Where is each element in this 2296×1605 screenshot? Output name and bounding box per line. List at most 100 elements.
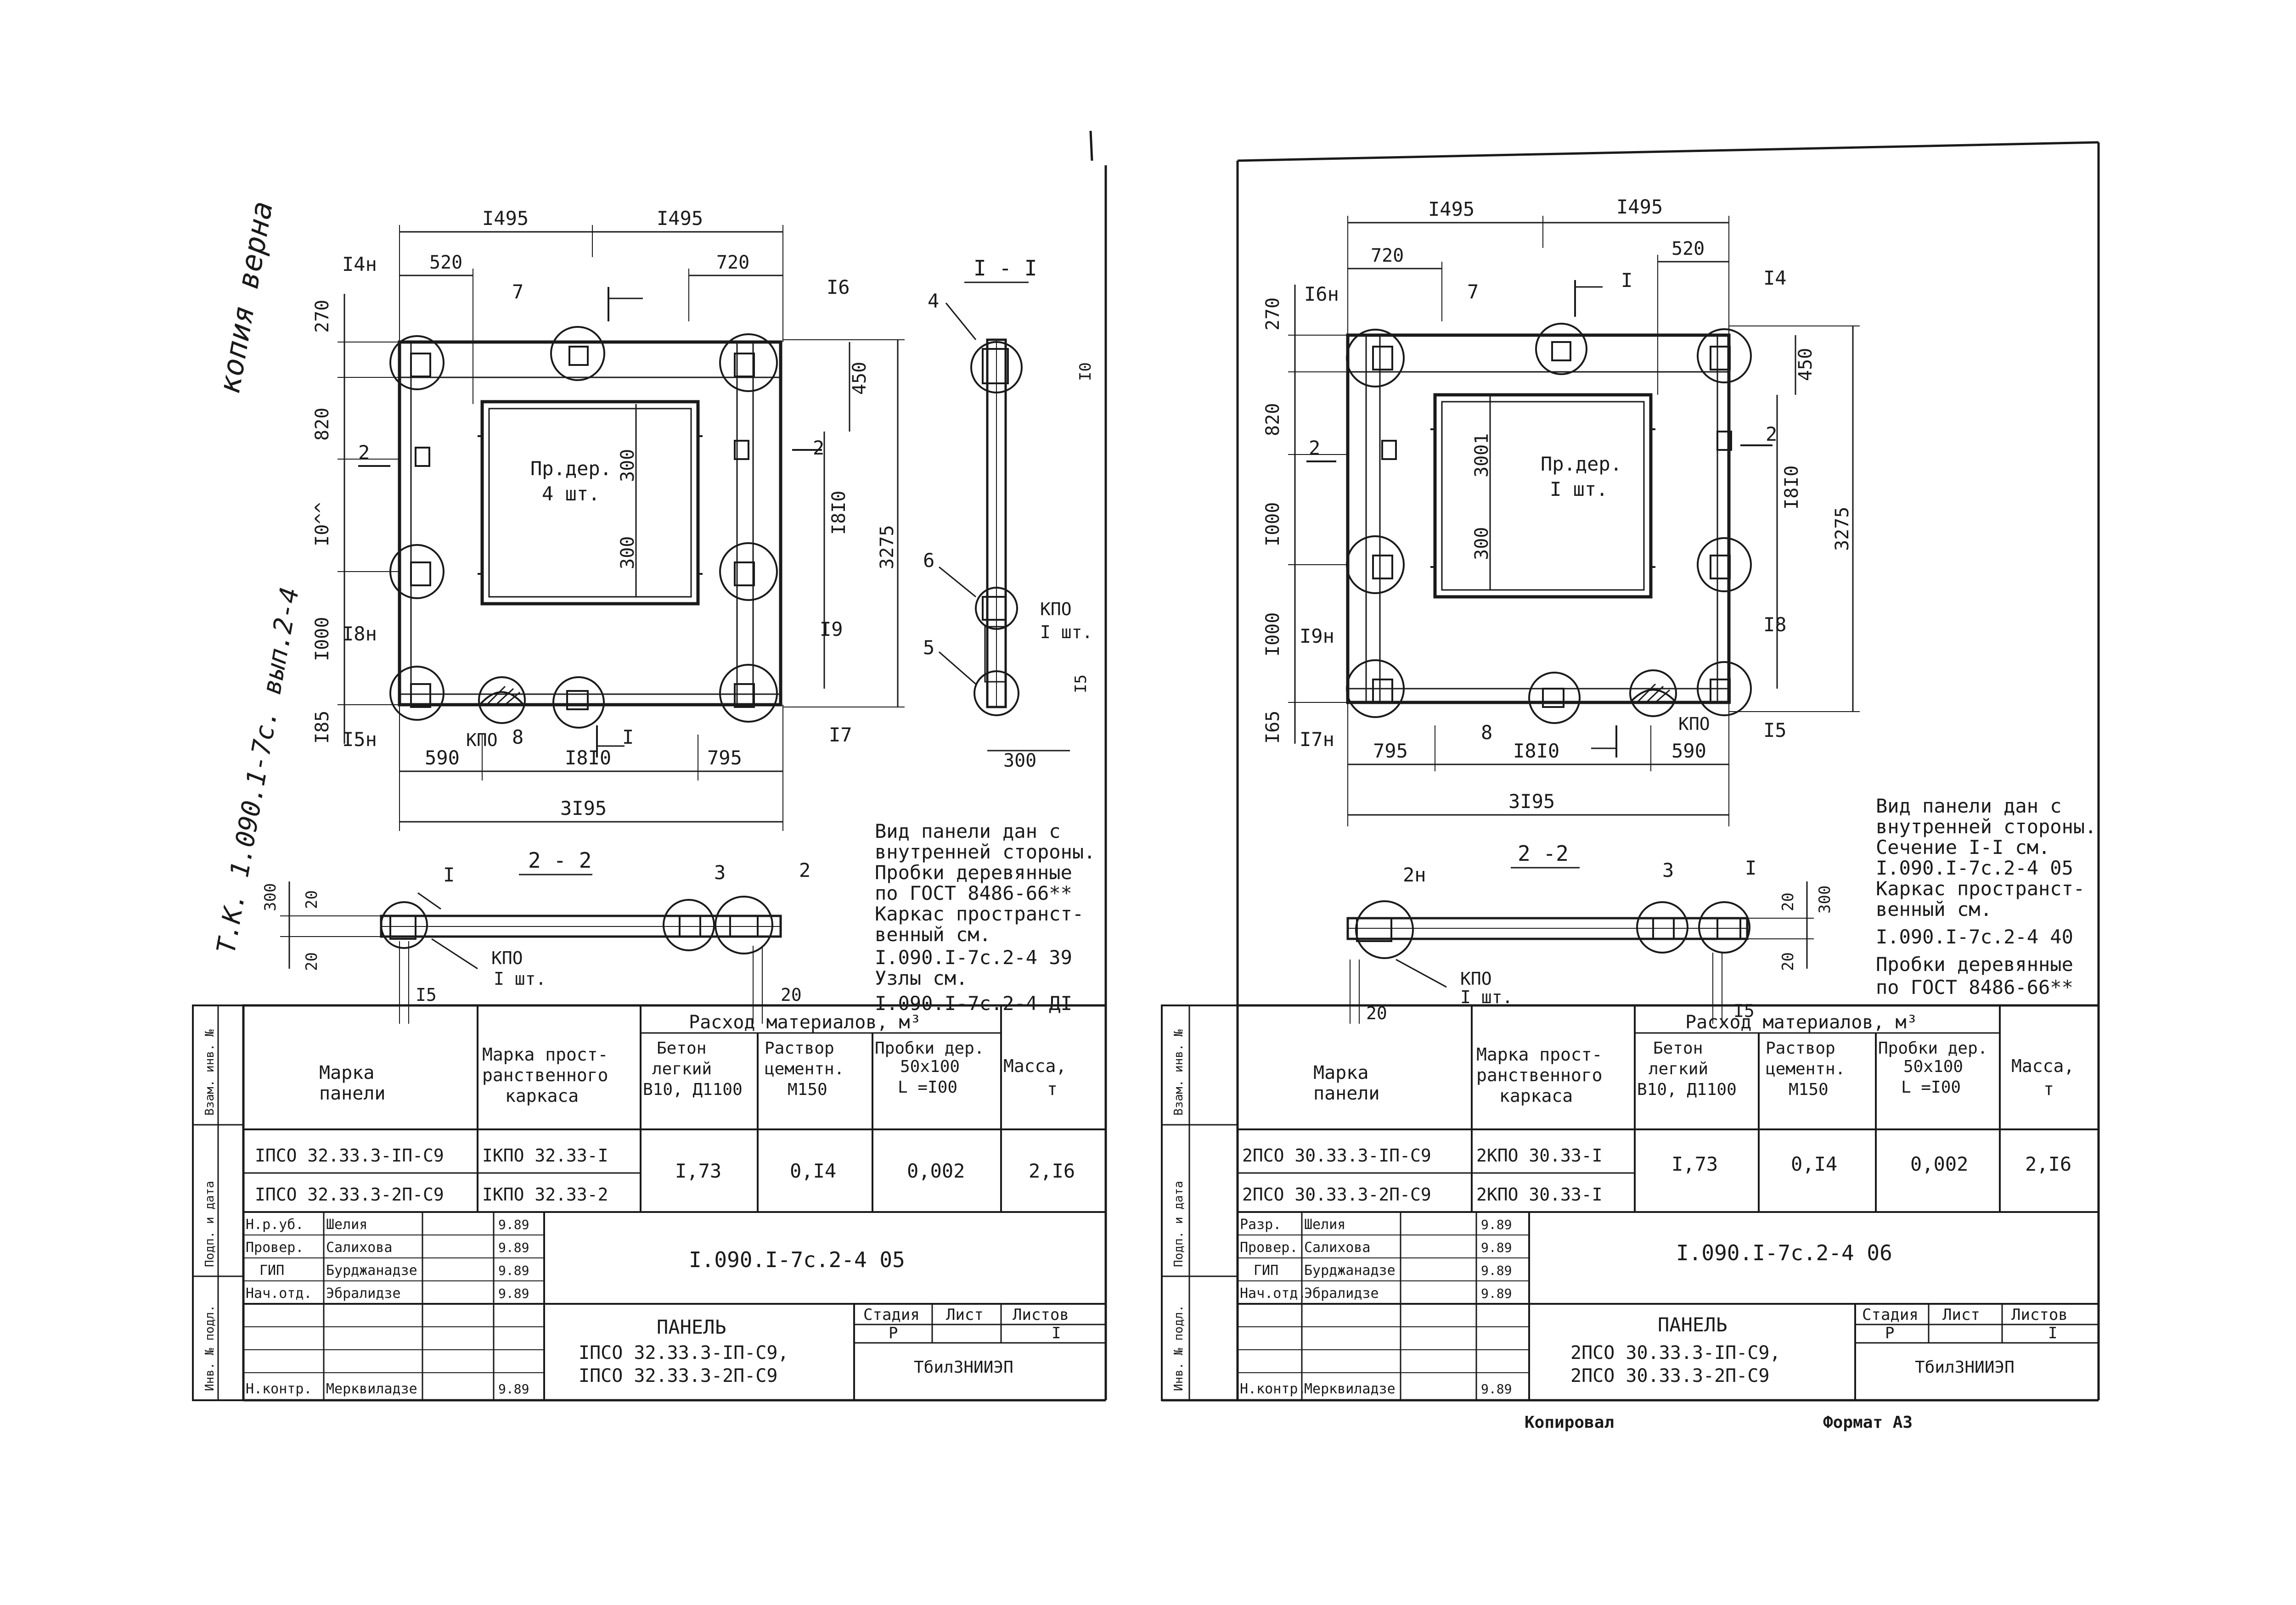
spec-h-plugs: Пробки дер. (1878, 1039, 1987, 1058)
sec22-dim-300: 300 (1816, 886, 1834, 914)
dim-185: I85 (312, 711, 333, 744)
name-line2: 2ПСО 30.33.3-2П-С9 (1570, 1365, 1769, 1386)
signer-name: Эбралидзе (326, 1285, 401, 1302)
sheets-header: Листов (2011, 1306, 2068, 1324)
note-line: внутренней стороны. (875, 841, 1095, 863)
label-14: I4 (1763, 267, 1787, 289)
label-14n: I4н (342, 253, 377, 275)
sec-dim-15: I5 (1072, 674, 1090, 693)
dim-300a: 300 (617, 449, 638, 482)
window-label: Пр.дер. (530, 457, 612, 480)
dim-top-b: I495 (657, 207, 703, 230)
signer-role: Нач.отд. (246, 1285, 312, 1302)
name-title: ПАНЕЛЬ (1658, 1313, 1728, 1336)
spec-h-mark: панели (319, 1083, 386, 1104)
callout-labels: I6н 7 I I4 I9н I8 I7н 8 КПО I5 2 2 Пр.де… (1300, 267, 1787, 751)
format-label: Формат А3 (1823, 1413, 1913, 1432)
signer-role: Н.контр. (246, 1381, 312, 1397)
side-strip: Инв. № подл. Подп. и дата Взам. инв. № (1161, 1005, 1238, 1401)
dimension-texts: I495 I495 720 520 270 820 I000 I000 I65 … (1262, 196, 1853, 813)
signer-date: 9.89 (498, 1263, 529, 1278)
label-7: 7 (512, 281, 523, 303)
dim-1000b: I000 (312, 617, 333, 661)
label-8: 8 (1481, 721, 1492, 744)
spec-h-concrete: Бетон (1653, 1039, 1703, 1058)
spec-h-plugs: 50х100 (1903, 1057, 1963, 1076)
sheet-1: Инв. № подл. Подп. и дата Взам. инв. № (192, 165, 1107, 1402)
note-line: I.090.I-7с.2-4 ДI (875, 992, 1072, 1015)
sheets-value: I (2048, 1324, 2057, 1342)
signer-role: Провер. (246, 1240, 304, 1256)
sec22-dim-300: 300 (261, 883, 280, 911)
spec-h-mortar: Раствор (1766, 1039, 1835, 1058)
window-opening (480, 400, 700, 606)
label-7: 7 (1467, 281, 1479, 303)
sec22-label-3: 3 (714, 861, 726, 884)
dim-795: 795 (707, 746, 742, 769)
spec-h-concrete: легкий (652, 1060, 712, 1078)
side-label-inv: Инв. № подл. (1172, 1305, 1186, 1391)
margin-note-top: копия верна (213, 199, 280, 396)
spec-row-mark: IПСО 32.33.3-IП-С9 (255, 1145, 444, 1166)
spec-row-frame: IКПО 32.33-I (482, 1145, 608, 1166)
note-line: венный см. (875, 923, 991, 946)
label-16: I6 (827, 276, 850, 298)
signer-role: Провер. (1240, 1240, 1298, 1256)
signer-name: Эбралидзе (1304, 1285, 1379, 1302)
dimension-lines (1288, 216, 1860, 826)
sheets-value: I (1052, 1324, 1061, 1342)
dim-450: 450 (849, 362, 870, 395)
side-label-replace: Взам. инв. № (1172, 1029, 1186, 1116)
spec-h-mark: Марка (319, 1062, 374, 1083)
signer-role: Нач.отд. (1240, 1285, 1306, 1302)
note-line: венный см. (1876, 898, 1992, 920)
title-block: Н.р.уб. Шелия 9.89 Провер. Салихова 9.89… (243, 1212, 1106, 1400)
signer-date: 9.89 (1481, 1217, 1512, 1232)
binding-mark (1089, 130, 1093, 161)
label-18n: I8н (342, 623, 377, 645)
sec22-kpo: КПО (491, 948, 523, 968)
dim-3275: 3275 (877, 525, 898, 569)
dim-3275: 3275 (1832, 507, 1853, 551)
signer-date: 9.89 (498, 1286, 529, 1301)
spec-h-concrete: Бетон (657, 1039, 706, 1058)
signer-name: Бурджанадзе (326, 1263, 417, 1279)
spec-h-plugs: 50х100 (900, 1057, 960, 1076)
spec-h-mass: т (2043, 1079, 2054, 1099)
spec-h-mortar: М150 (1789, 1080, 1829, 1099)
note-line: Каркас пространст- (1876, 877, 2085, 900)
section-2-2: 2 -2 2н 3 I 20 20 300 КПО I шт. (1346, 841, 1834, 1024)
sec22-dim-20c: 20 (1366, 1003, 1387, 1023)
doc-code: I.090.I-7с.2-4 06 (1676, 1240, 1892, 1265)
spec-h-mass: Масса, (2011, 1056, 2074, 1076)
note-line: Вид панели дан с (875, 820, 1061, 842)
doc-code: I.090.I-7с.2-4 05 (689, 1247, 905, 1272)
sec-label-4: 4 (928, 290, 939, 312)
label-2b: 2 (813, 437, 824, 459)
side-label-sign: Подп. и дата (203, 1181, 217, 1267)
sec-kpo-count: I шт. (1040, 622, 1092, 642)
label-2a: 2 (1309, 437, 1320, 459)
sec22-title: 2 -2 (1518, 841, 1569, 866)
sec-label-6: 6 (923, 549, 934, 572)
name-line1: 2ПСО 30.33.3-IП-С9, (1570, 1342, 1781, 1364)
sec22-dim-20a: 20 (303, 890, 321, 909)
dimension-lines (338, 225, 905, 831)
note-line: Пробки деревянные (875, 861, 1072, 884)
org-name: ТбилЗНИИЭП (914, 1358, 1013, 1377)
spec-row-mark: 2ПСО 30.33.3-IП-С9 (1242, 1145, 1431, 1166)
spec-row-frame: 2КПО 30.33-I (1476, 1184, 1603, 1205)
signer-name: Мерквиладзе (1304, 1381, 1396, 1397)
spec-h-materials: Расход материалов, м³ (689, 1012, 921, 1033)
signer-date: 9.89 (498, 1381, 529, 1397)
dim-top-a: I495 (1428, 198, 1474, 220)
dim-820: 820 (1262, 403, 1283, 436)
sec22-kpo: КПО (1460, 969, 1492, 989)
sheet-header: Лист (946, 1306, 984, 1324)
name-line2: IПСО 32.33.3-2П-С9 (579, 1365, 777, 1386)
spec-concrete: I,73 (1671, 1153, 1718, 1175)
spec-h-mortar: Раствор (765, 1039, 834, 1058)
notes: Вид панели дан с внутренней стороны. Про… (875, 820, 1095, 1015)
sheet-frame-top (1237, 141, 2099, 162)
